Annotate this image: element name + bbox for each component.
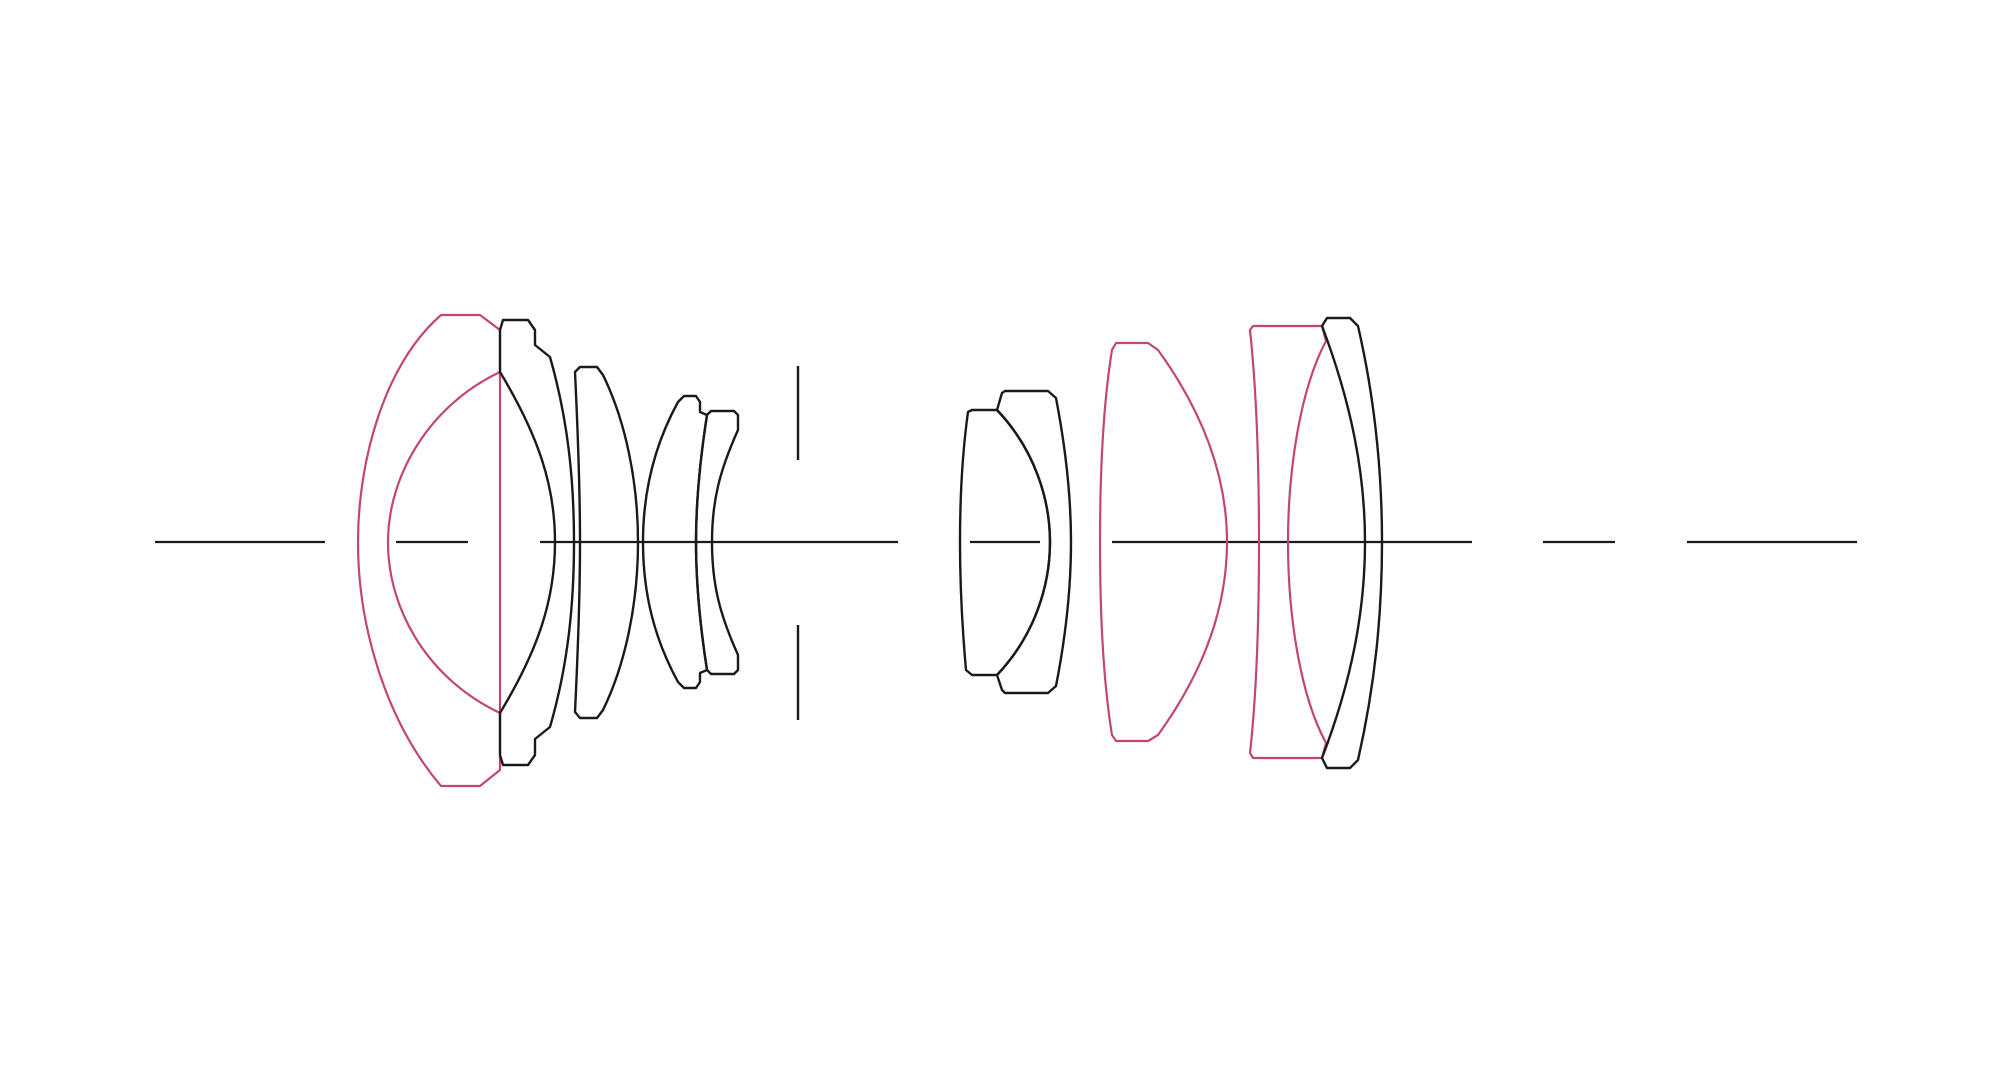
lens-element-9-special-glass <box>1248 324 1328 760</box>
lens-element-2 <box>498 318 576 767</box>
lens-element-5 <box>694 409 740 676</box>
lens-element-7 <box>995 389 1073 695</box>
lens-element-1-special-glass <box>356 313 502 788</box>
lens-element-8-special-glass <box>1098 341 1229 743</box>
lens-element-3 <box>573 365 640 720</box>
lens-element-10 <box>1320 316 1384 770</box>
